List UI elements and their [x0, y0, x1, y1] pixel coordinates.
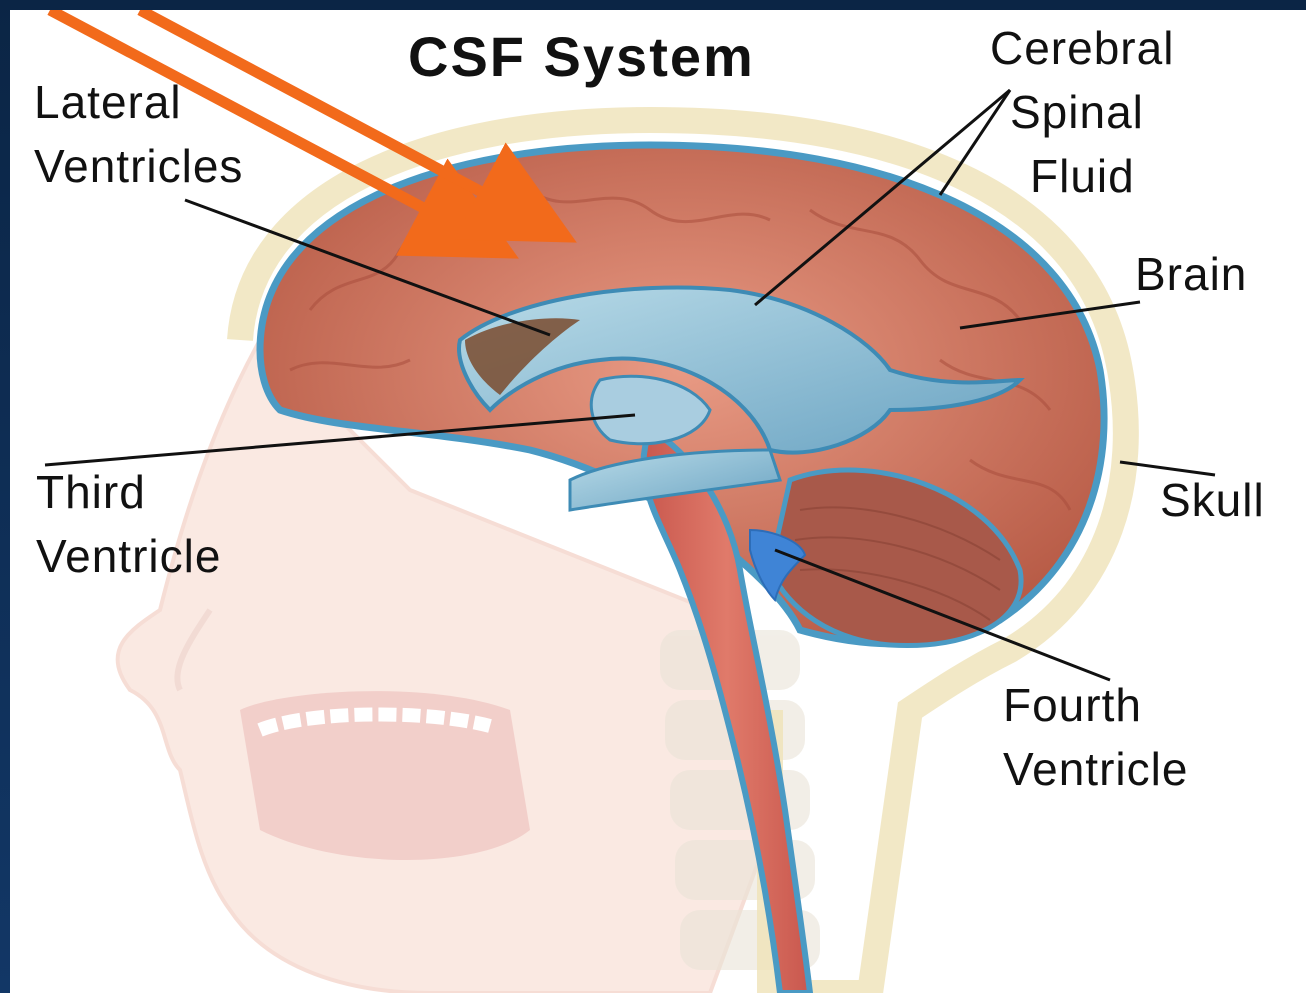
label-brain: Brain: [1135, 242, 1247, 306]
label-fourth-ventricle: Ventricle: [1003, 737, 1188, 801]
label-cerebral: Cerebral: [990, 16, 1174, 80]
label-ventricles: Ventricles: [34, 134, 243, 198]
label-third-ventricle: Ventricle: [36, 524, 221, 588]
label-fluid: Fluid: [1030, 144, 1135, 208]
label-fourth: Fourth: [1003, 673, 1142, 737]
label-spinal: Spinal: [1010, 80, 1144, 144]
label-third: Third: [36, 460, 146, 524]
label-lateral: Lateral: [34, 70, 182, 134]
label-skull: Skull: [1160, 468, 1265, 532]
diagram-panel: CSF System Lateral Ventricles Cerebral S…: [10, 10, 1306, 993]
diagram-title: CSF System: [408, 24, 755, 89]
